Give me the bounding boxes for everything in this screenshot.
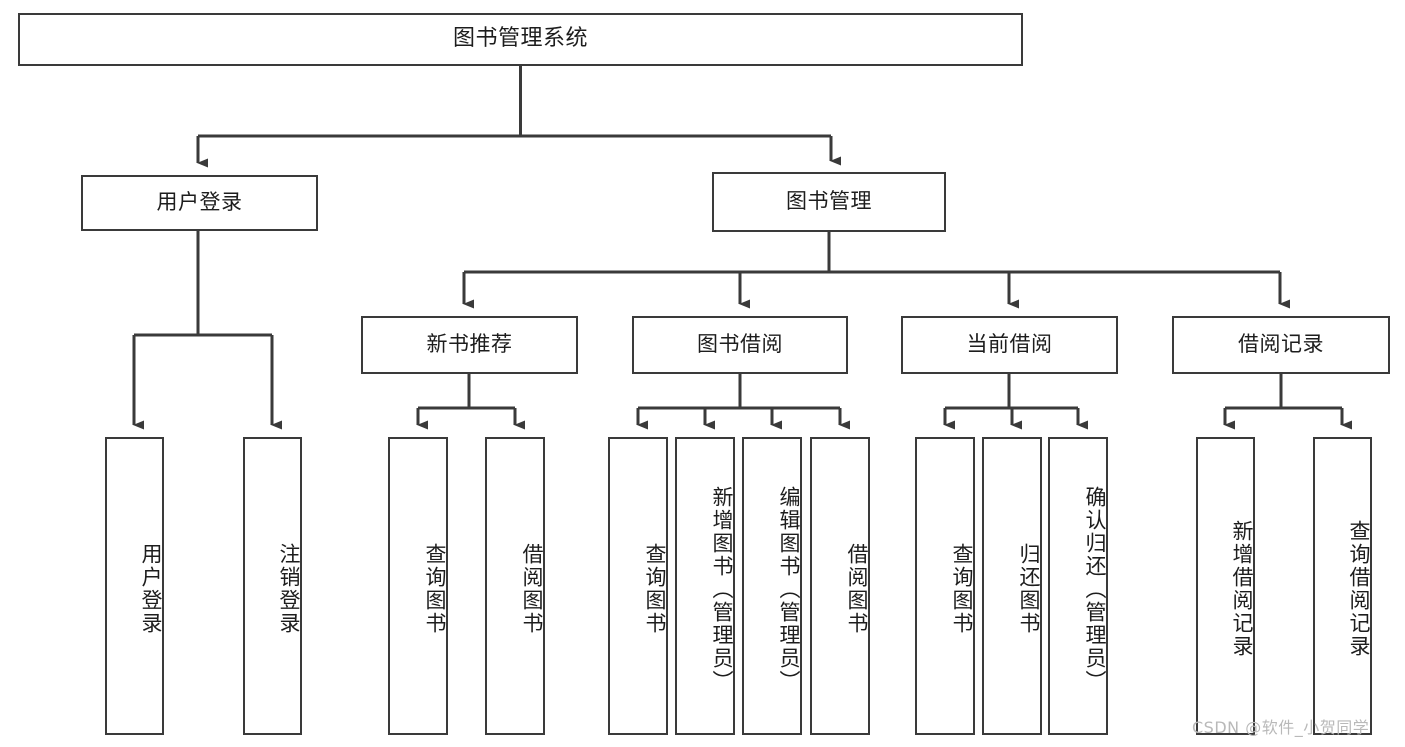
- leaf-borrow-book-borrowing-label: 借阅图书: [845, 543, 869, 635]
- leaf-query-book-new-rec-label: 查询图书: [423, 543, 447, 635]
- leaf-confirm-return-admin-label: 确认归还（管理员）: [1083, 485, 1107, 693]
- node-current-borrowing-label: 当前借阅: [966, 332, 1053, 357]
- leaf-query-book-current[interactable]: 查询图书: [915, 437, 975, 735]
- watermark: CSDN @软件_小贺同学: [1192, 718, 1370, 737]
- leaf-logout[interactable]: 注销登录: [243, 437, 302, 735]
- leaf-borrow-book-new-rec-label: 借阅图书: [520, 543, 544, 635]
- leaf-return-book[interactable]: 归还图书: [982, 437, 1042, 735]
- leaf-query-book-current-label: 查询图书: [950, 543, 974, 635]
- node-borrowing-record-label: 借阅记录: [1238, 332, 1324, 357]
- leaf-query-book-borrowing[interactable]: 查询图书: [608, 437, 668, 735]
- node-book-borrowing-label: 图书借阅: [697, 332, 783, 357]
- leaf-add-book-admin-label: 新增图书（管理员）: [710, 485, 734, 693]
- leaf-query-book-new-rec[interactable]: 查询图书: [388, 437, 448, 735]
- node-new-book-recommendation[interactable]: 新书推荐: [361, 316, 578, 374]
- node-borrowing-record[interactable]: 借阅记录: [1172, 316, 1390, 374]
- leaf-query-borrow-record[interactable]: 查询借阅记录: [1313, 437, 1372, 735]
- node-book-management-label: 图书管理: [786, 189, 872, 214]
- node-new-book-recommendation-label: 新书推荐: [426, 332, 513, 357]
- leaf-add-borrow-record[interactable]: 新增借阅记录: [1196, 437, 1255, 735]
- node-user-login[interactable]: 用户登录: [81, 175, 318, 231]
- node-root-system-label: 图书管理系统: [452, 26, 588, 52]
- leaf-confirm-return-admin[interactable]: 确认归还（管理员）: [1048, 437, 1108, 735]
- leaf-add-book-admin[interactable]: 新增图书（管理员）: [675, 437, 735, 735]
- leaf-logout-label: 注销登录: [277, 543, 301, 635]
- node-book-management[interactable]: 图书管理: [712, 172, 946, 232]
- leaf-return-book-label: 归还图书: [1017, 543, 1041, 635]
- node-user-login-label: 用户登录: [156, 190, 243, 215]
- node-book-borrowing[interactable]: 图书借阅: [632, 316, 848, 374]
- leaf-borrow-book-borrowing[interactable]: 借阅图书: [810, 437, 870, 735]
- leaf-query-borrow-record-label: 查询借阅记录: [1347, 520, 1371, 658]
- node-current-borrowing[interactable]: 当前借阅: [901, 316, 1118, 374]
- leaf-add-borrow-record-label: 新增借阅记录: [1230, 520, 1254, 658]
- node-root-system[interactable]: 图书管理系统: [18, 13, 1023, 66]
- leaf-borrow-book-new-rec[interactable]: 借阅图书: [485, 437, 545, 735]
- leaf-edit-book-admin-label: 编辑图书（管理员）: [777, 485, 801, 693]
- leaf-query-book-borrowing-label: 查询图书: [643, 543, 667, 635]
- leaf-user-login-label: 用户登录: [139, 543, 163, 635]
- leaf-edit-book-admin[interactable]: 编辑图书（管理员）: [742, 437, 802, 735]
- leaf-user-login[interactable]: 用户登录: [105, 437, 164, 735]
